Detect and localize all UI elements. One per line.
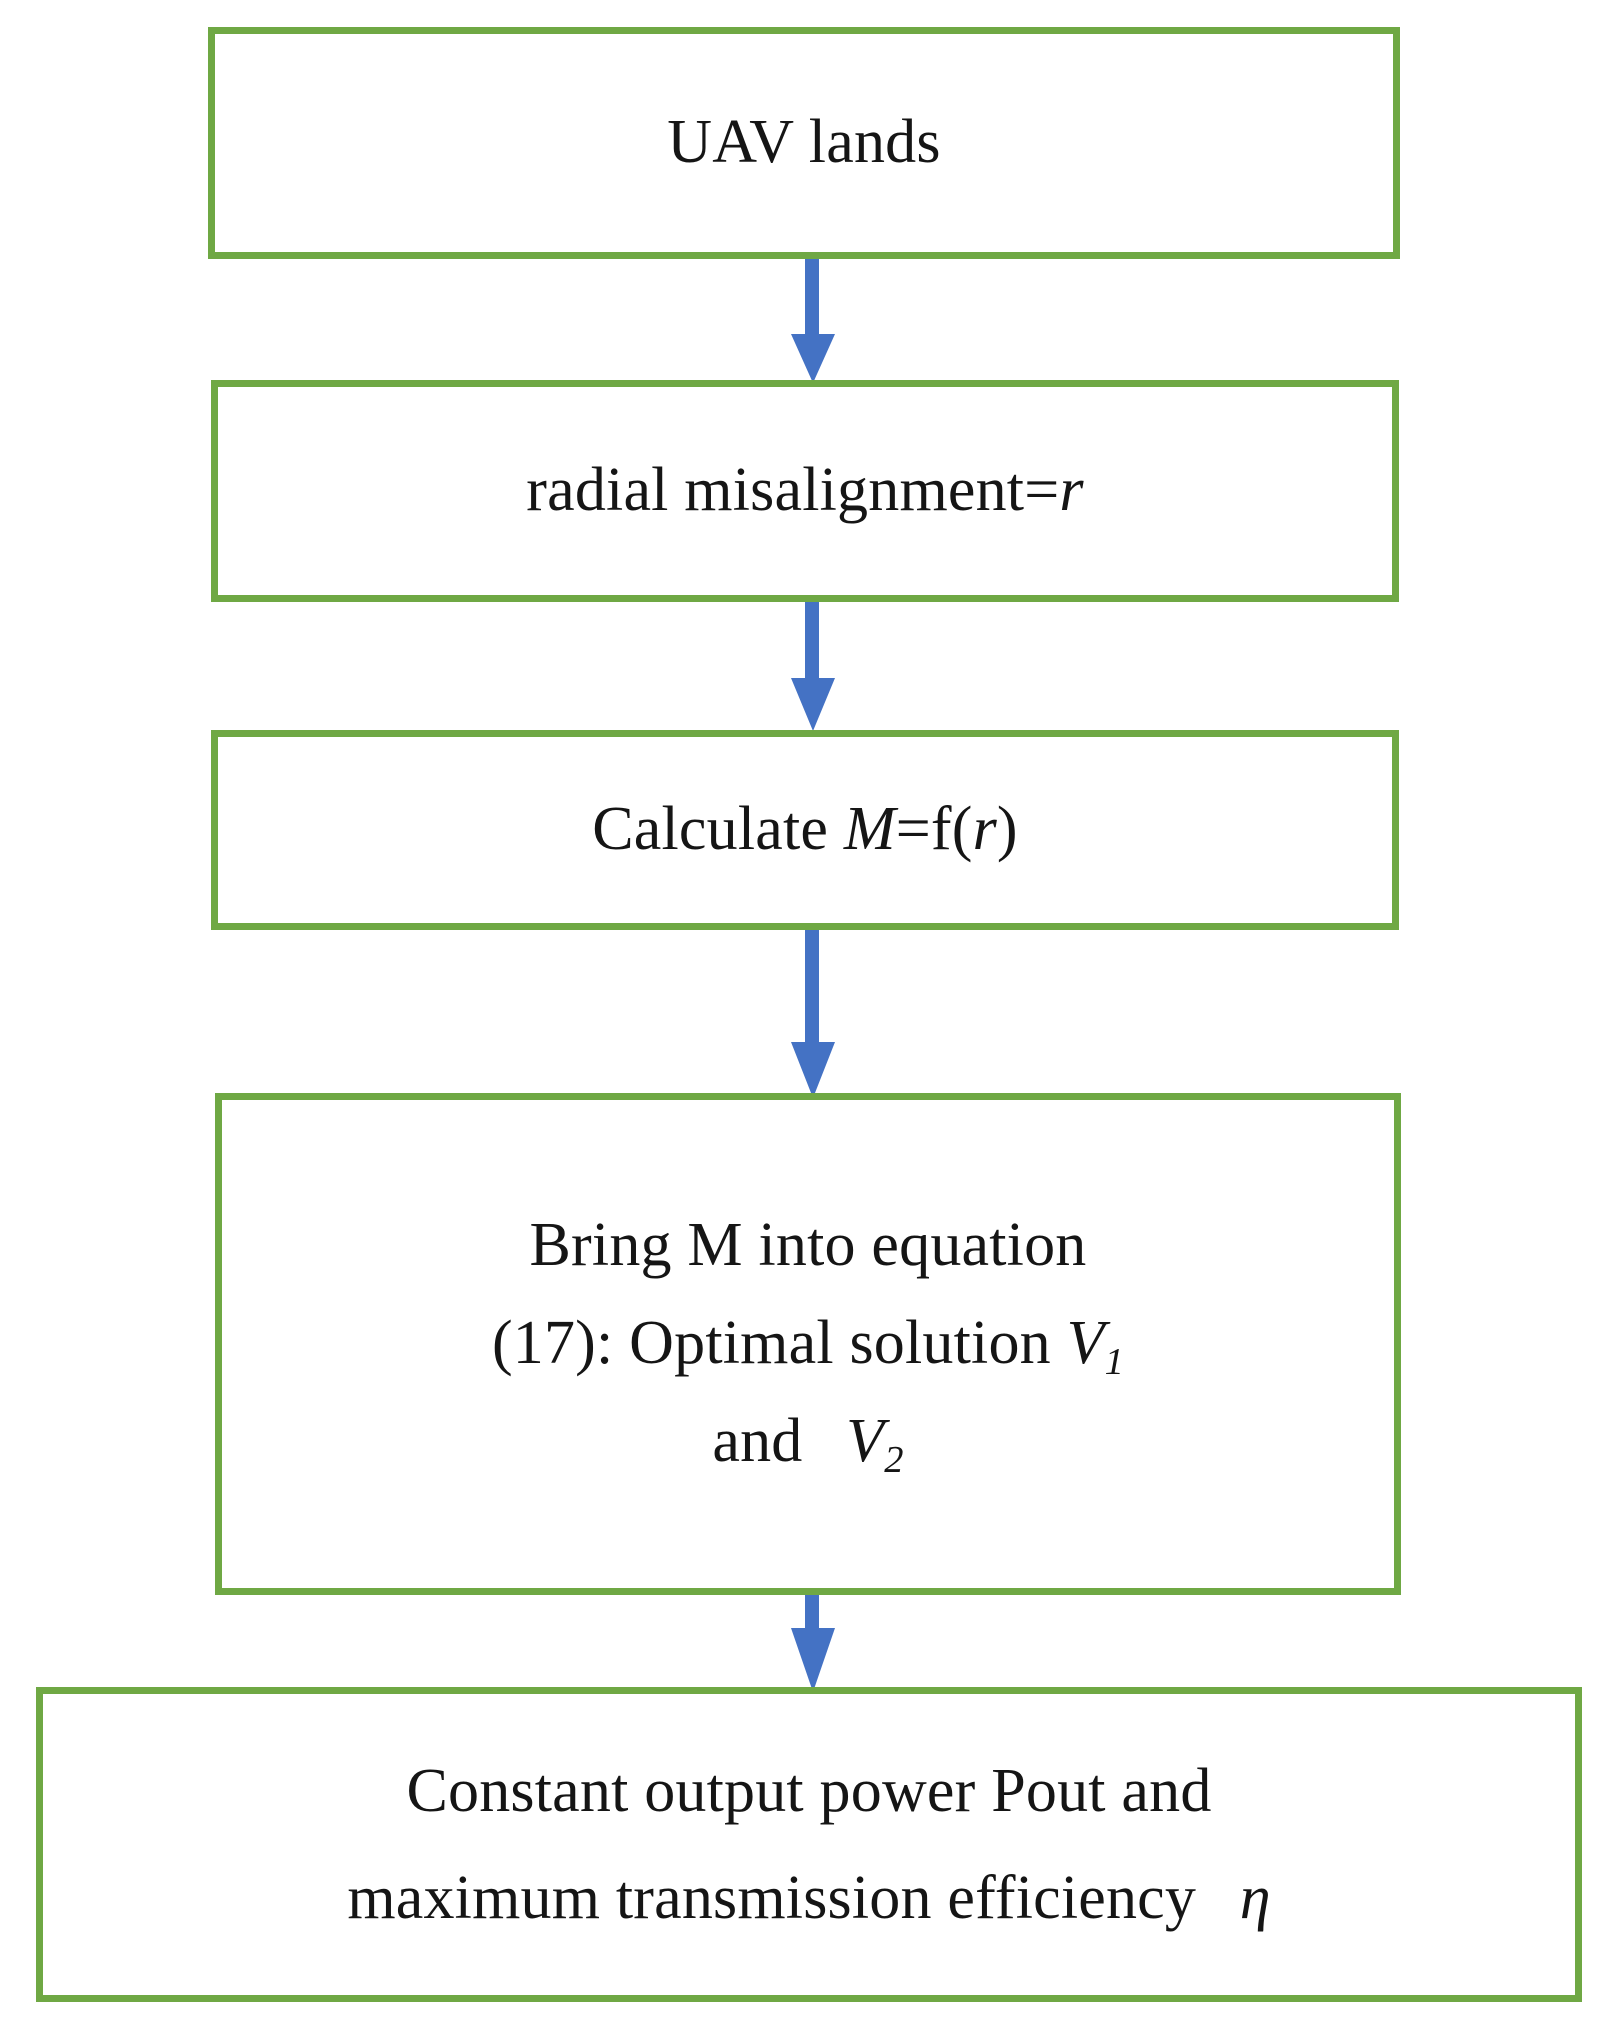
flow-edge-1-arrow xyxy=(783,252,843,385)
flow-node-radial-misalignment-line-0: radial misalignment=r xyxy=(526,456,1084,525)
flow-node-constant-output[interactable]: Constant output power Pout and maximum t… xyxy=(36,1687,1582,2002)
flow-node-bring-m-line-1: (17): Optimal solution V1 xyxy=(491,1309,1125,1383)
flow-node-uav-lands-line-0: UAV lands xyxy=(667,108,941,177)
flow-edge-4-arrow xyxy=(783,1530,843,1695)
flow-node-calculate-m-line-0: Calculate M=f(r) xyxy=(592,795,1018,864)
flow-node-uav-lands[interactable]: UAV lands xyxy=(208,27,1400,259)
flow-node-bring-m[interactable]: Bring M into equation (17): Optimal solu… xyxy=(215,1093,1401,1595)
flow-edge-3-arrow xyxy=(783,860,843,1100)
flow-node-bring-m-line-0: Bring M into equation xyxy=(529,1211,1087,1280)
flow-node-constant-output-line-1: maximum transmission efficiency η xyxy=(347,1863,1271,1932)
flow-node-bring-m-line-2: and V2 xyxy=(712,1406,904,1481)
flow-node-constant-output-line-0: Constant output power Pout and xyxy=(406,1756,1212,1825)
flow-node-calculate-m[interactable]: Calculate M=f(r) xyxy=(211,730,1399,930)
flow-edge-2-arrow xyxy=(783,600,843,733)
flow-node-radial-misalignment[interactable]: radial misalignment=r xyxy=(211,380,1399,602)
